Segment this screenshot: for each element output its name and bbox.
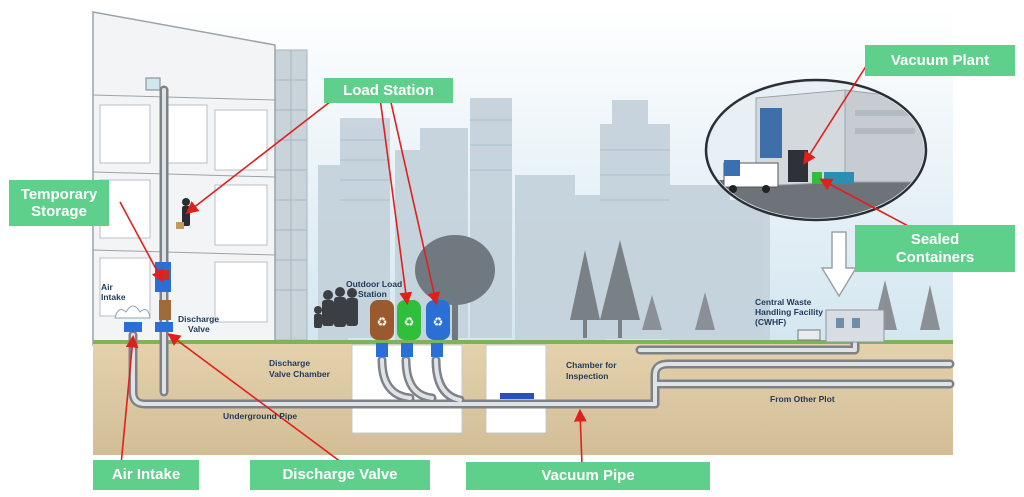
- bin-blue: [426, 300, 450, 340]
- cwhf-label-3: (CWHF): [755, 317, 786, 327]
- sealed-containers-text-2: Containers: [895, 248, 975, 266]
- temporary-storage-callout: Temporary Storage: [9, 180, 109, 226]
- sealed-containers-callout: Sealed Containers: [855, 225, 1015, 272]
- underground-pipe-label: Underground Pipe: [223, 411, 297, 421]
- svg-text:♻: ♻: [377, 315, 388, 329]
- load-station-text: Load Station: [343, 81, 434, 99]
- discharge-valve-label-2: Valve: [188, 324, 210, 334]
- vacuum-pipes: [128, 85, 955, 409]
- cwhf-label-2: Handling Facility: [755, 307, 823, 317]
- vacuum-pipe-callout: Vacuum Pipe: [466, 462, 710, 490]
- discharge-valve-chamber-label: Discharge: [269, 358, 310, 368]
- air-intake-callout: Air Intake: [93, 460, 199, 490]
- bin-brown: [370, 300, 394, 340]
- from-other-plot-label: From Other Plot: [770, 394, 835, 404]
- vacuum-plant-inset: [704, 78, 928, 222]
- vacuum-plant-text: Vacuum Plant: [890, 51, 990, 69]
- discharge-valve-text: Discharge Valve: [282, 466, 398, 484]
- cwhf-label-1: Central Waste: [755, 297, 812, 307]
- air-intake-text: Air Intake: [111, 466, 181, 484]
- vacuum-plant-callout: Vacuum Plant: [865, 45, 1015, 76]
- people-silhouettes: [314, 287, 358, 328]
- air-intake-label-2: Intake: [101, 292, 126, 302]
- main-building: [92, 11, 276, 346]
- trees: [415, 235, 940, 340]
- discharge-valve-label: Discharge: [178, 314, 219, 324]
- svg-text:♻: ♻: [433, 315, 444, 329]
- discharge-valve-callout: Discharge Valve: [250, 460, 430, 490]
- inspection-chamber-label: Chamber for: [566, 360, 617, 370]
- sealed-containers-text-1: Sealed: [910, 231, 960, 249]
- bin-green: [397, 300, 421, 340]
- outdoor-load-station: ♻ ♻ ♻: [370, 300, 450, 357]
- down-arrow-icon: [820, 231, 858, 298]
- temporary-storage-text-1: Temporary: [20, 185, 98, 203]
- inspection-chamber: [485, 344, 547, 434]
- skyline-windows: [340, 119, 670, 201]
- outdoor-load-station-label-2: Station: [358, 289, 387, 299]
- vacuum-pipe-text: Vacuum Pipe: [541, 467, 635, 485]
- outdoor-load-station-label: Outdoor Load: [346, 279, 402, 289]
- air-intake-vent: [114, 305, 151, 332]
- load-station-callout: Load Station: [324, 78, 453, 103]
- callout-arrows: [119, 59, 926, 466]
- temporary-storage-text-2: Storage: [31, 203, 87, 220]
- scene-labels: Air Intake Discharge Valve Outdoor Load …: [101, 279, 835, 421]
- cwhf-building: [797, 309, 885, 343]
- discharge-valve-chamber-label-2: Valve Chamber: [269, 369, 331, 379]
- inspection-chamber-label-2: Inspection: [566, 371, 609, 381]
- svg-text:♻: ♻: [404, 315, 415, 329]
- air-intake-label: Air: [101, 282, 114, 292]
